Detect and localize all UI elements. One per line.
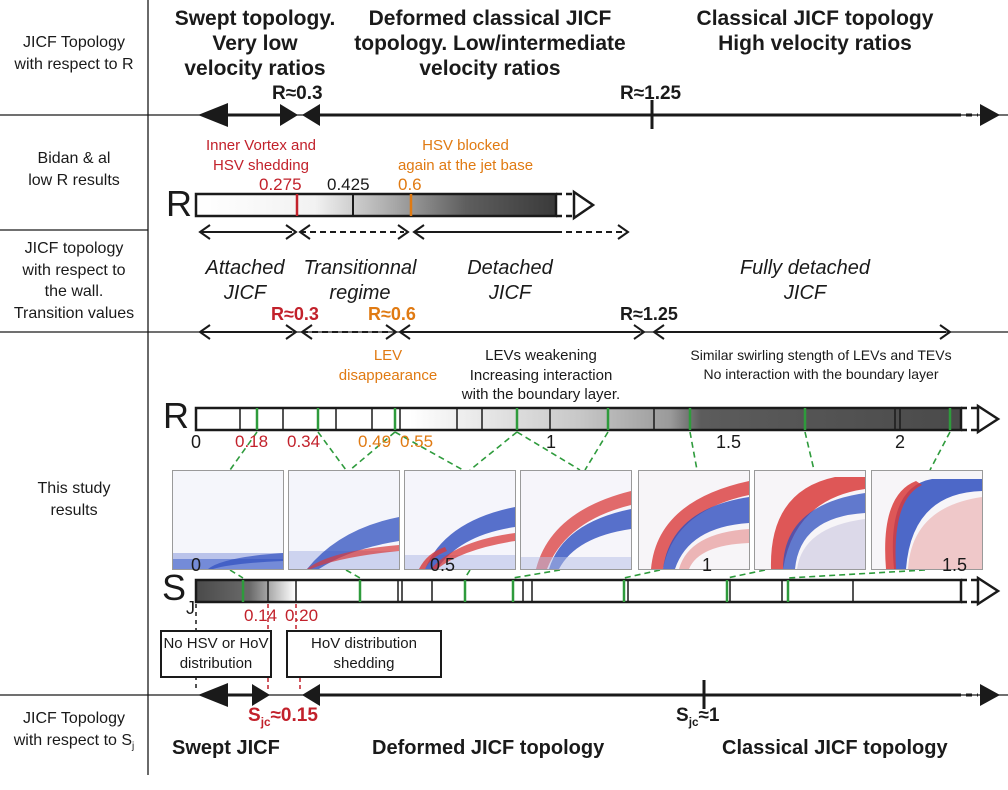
study-mark-049: 0.49 (358, 432, 392, 451)
study-tick-1-5: 1.5 (716, 432, 742, 452)
levs-weakening-label: LEVs weakening Increasing interaction wi… (461, 347, 621, 403)
row-label-bidan: Bidan & al low R results (28, 150, 120, 189)
arrowhead-right-b1 (252, 684, 270, 706)
sjc-low-label: Sjc≈0.15 (248, 706, 318, 729)
snapshot-3 (404, 470, 516, 570)
study-mark-034: 0.34 (287, 432, 321, 451)
sjc-high-label: Sjc≈1 (676, 706, 720, 729)
study-tick-0: 0 (191, 432, 202, 452)
snapshot-2 (288, 470, 400, 570)
arrowhead-left-1 (198, 103, 228, 127)
attached-label: Attached JICF (205, 257, 285, 304)
sj-end-arrow (976, 575, 1001, 607)
r-high-label: R≈1.25 (620, 83, 682, 104)
deformed-jicf-label: Deformed JICF topology (372, 737, 605, 759)
header-deformed: Deformed classical JICF topology. Low/in… (354, 7, 626, 81)
study-axis-letter: R (163, 395, 189, 436)
bidan-axis-letter: R (166, 183, 192, 224)
study-tick-2: 2 (895, 432, 906, 452)
bidan-value-2: 0.425 (327, 175, 370, 194)
sj-axis-main: S (162, 567, 187, 608)
row-label-study: This study results (37, 480, 111, 519)
sj-tick-0-5: 0.5 (430, 555, 456, 575)
sj-tick-1: 1 (702, 555, 713, 575)
row-label-sj: JICF Topology with respect to Sj (0, 708, 148, 753)
similar-swirling-label: Similar swirling stength of LEVs and TEV… (690, 347, 952, 382)
sj-tick-0: 0 (191, 555, 202, 575)
sjc-high-val: ≈1 (698, 705, 720, 726)
snapshot-4 (520, 470, 632, 570)
transitional-label: Transitionnal regime (303, 257, 417, 304)
sj-tick-1-5: 1.5 (942, 555, 968, 575)
study-tick-1: 1 (546, 432, 557, 452)
sj-mark-020: 0.20 (285, 606, 319, 625)
no-hsv-box: No HSV or HoV distribution (160, 630, 272, 678)
header-classical: Classical JICF topology High velocity ra… (696, 7, 934, 56)
swept-jicf-label: Swept JICF (172, 737, 280, 759)
sjc-high-main: S (676, 705, 689, 726)
lev-disappearance-label: LEV disappearance (338, 347, 438, 384)
snapshot-1 (172, 470, 284, 570)
bidan-value-1: 0.275 (259, 175, 302, 194)
row-label-r: JICF Topology with respect to R (14, 34, 134, 73)
r-low-label: R≈0.3 (272, 83, 323, 104)
arrowhead-right-b2 (980, 684, 1000, 706)
inner-vortex-label: Inner Vortex and HSV shedding (205, 137, 317, 174)
arrowhead-right-1 (280, 104, 298, 126)
sjc-low-val: ≈0.15 (270, 705, 318, 726)
hsv-blocked-label: HSV blocked again at the jet base (397, 137, 534, 174)
sjc-low-sub: jc (260, 715, 271, 729)
sj-bar (194, 578, 963, 604)
row-label-sj-sub: j (132, 740, 135, 752)
arrowhead-left-b1 (198, 683, 228, 707)
sjc-high-sub: jc (688, 715, 699, 729)
header-swept: Swept topology. Very low velocity ratios (174, 7, 336, 81)
row-label-sj-main: JICF Topology with respect to S (13, 710, 133, 749)
wall-r125: R≈1.25 (620, 304, 678, 324)
study-r-bar (194, 406, 963, 432)
study-mark-055: 0.55 (400, 432, 434, 451)
sj-axis-letter: SJ (162, 567, 195, 618)
arrowhead-left-2 (302, 104, 320, 126)
bidan-value-3: 0.6 (398, 175, 422, 194)
sj-axis-sub: J (186, 598, 196, 618)
study-mark-018: 0.18 (235, 432, 269, 451)
bidan-end-arrow (572, 189, 596, 221)
detached-label: Detached JICF (467, 257, 553, 304)
arrowhead-left-b2 (302, 684, 320, 706)
fully-detached-label: Fully detached JICF (739, 257, 871, 304)
classical-jicf-label: Classical JICF topology (722, 737, 948, 759)
wall-r03: R≈0.3 (271, 304, 319, 324)
arrowhead-right-2 (980, 104, 1000, 126)
bidan-bar (194, 192, 558, 218)
snapshot-7 (871, 470, 983, 570)
snapshot-6 (754, 470, 866, 570)
wall-r06: R≈0.6 (368, 304, 416, 324)
sjc-low-main: S (248, 705, 261, 726)
snapshot-5 (638, 470, 750, 570)
study-r-end-arrow (976, 403, 1001, 435)
sj-mark-014: 0.14 (244, 606, 278, 625)
row-label-wall: JICF topology with respect to the wall. … (13, 240, 135, 322)
hov-distribution-box: HoV distribution shedding (286, 630, 442, 678)
